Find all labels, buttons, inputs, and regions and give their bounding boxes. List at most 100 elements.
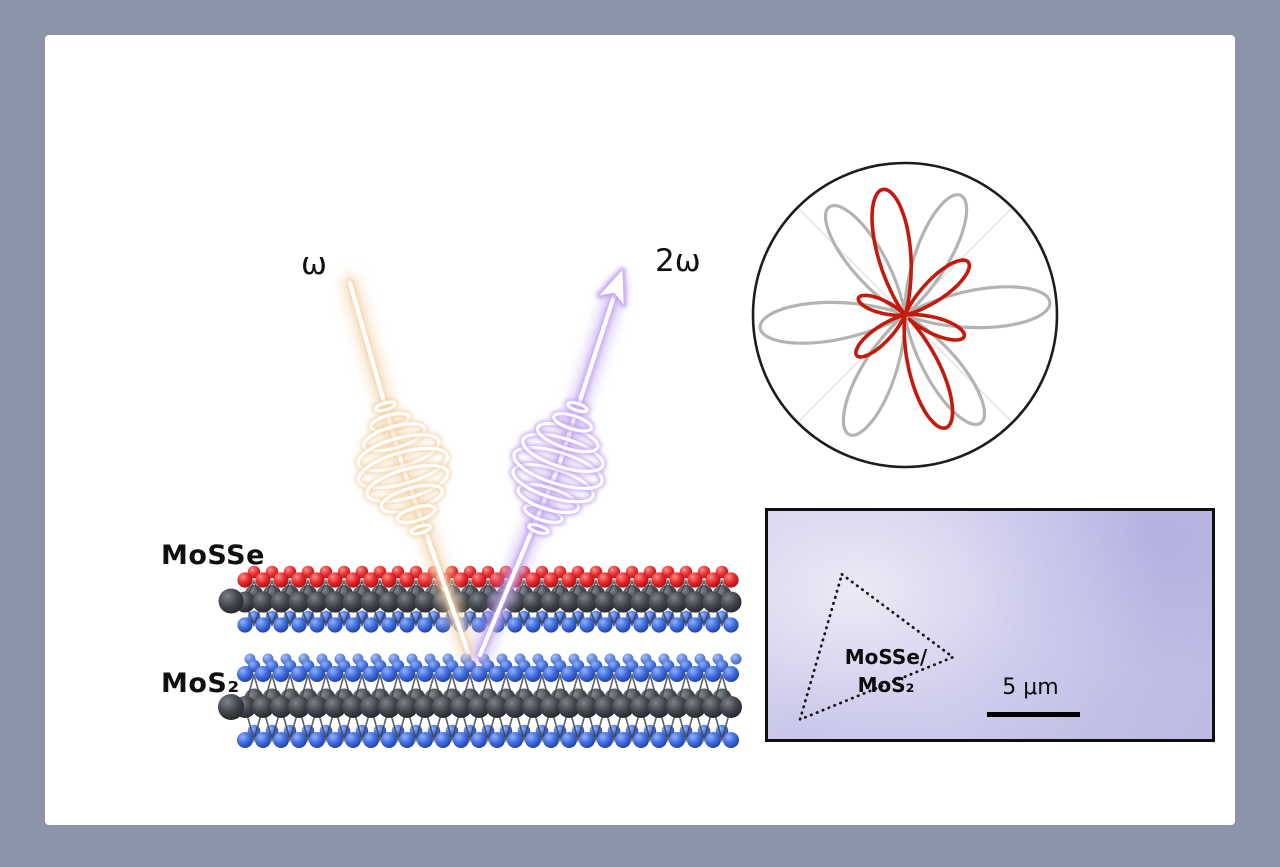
atom [432,696,454,718]
atom [507,617,523,633]
atom [543,666,559,682]
atom [543,732,559,748]
atom [453,666,469,682]
atom [471,732,487,748]
atom [561,572,577,588]
packet-ring [365,463,450,503]
atom [435,732,451,748]
atom [309,666,325,682]
atom [381,572,397,588]
packet-ring [373,400,397,413]
atom [255,666,271,682]
mos2-layer-label: MoS₂ [161,668,240,699]
atom [450,696,472,718]
flake-outline-layer [797,572,956,722]
atom [270,696,292,718]
atom [360,696,382,718]
atom [561,617,577,633]
atom [633,732,649,748]
atom [468,696,490,718]
atom [414,591,436,613]
packet-ring [356,433,441,473]
atom [648,696,670,718]
atom [543,617,559,633]
atom [435,666,451,682]
atom [218,588,244,614]
atom [684,696,706,718]
atom [363,732,379,748]
atom [489,666,505,682]
atom [615,732,631,748]
atom [633,617,649,633]
atom [540,591,562,613]
atom [705,666,721,682]
atom [561,666,577,682]
polar-plot-canvas [751,161,1059,469]
atom [525,572,541,588]
atom [720,591,742,613]
scale-bar-label: 5 μm [1002,675,1059,700]
atom [255,732,271,748]
wave-packet [509,399,607,537]
atom [684,591,706,613]
atom [399,732,415,748]
atom [381,666,397,682]
atom [306,696,328,718]
light-beams [341,266,627,664]
atom [687,732,703,748]
mosse-layer-label: MoSSe [161,540,265,571]
atom [399,617,415,633]
atomic-lattices [218,565,742,748]
atom [687,666,703,682]
atom [396,591,418,613]
atom [597,666,613,682]
atom [594,591,616,613]
atom [381,617,397,633]
atom [579,572,595,588]
atom [363,617,379,633]
packet-ring [409,523,433,536]
atom [309,572,325,588]
atom [705,732,721,748]
atom [486,696,508,718]
atom [327,666,343,682]
atom [723,666,739,682]
atom [291,617,307,633]
atom [288,591,310,613]
atom [705,617,721,633]
packet-ring [362,422,427,453]
atom [579,617,595,633]
atom [435,617,451,633]
atom [525,617,541,633]
atom [273,572,289,588]
atom [543,572,559,588]
atom [687,572,703,588]
atom [633,572,649,588]
atom [720,696,742,718]
flake-label-line1: MoSSe/ [844,645,928,669]
packet-ring [512,445,604,491]
atom [579,666,595,682]
packet-ring [566,400,589,414]
atom [255,617,271,633]
atom [558,696,580,718]
atom [702,696,724,718]
atom [363,572,379,588]
atom [633,666,649,682]
flake-label: MoSSe/ MoS₂ [806,643,966,699]
atom [324,696,346,718]
polar-boundary [751,161,1059,469]
atom [237,666,253,682]
atom [237,732,253,748]
atom [666,591,688,613]
atom [453,572,469,588]
atom [594,696,616,718]
atom [327,572,343,588]
atom [615,666,631,682]
atom [252,591,274,613]
atom [507,666,523,682]
atom [291,572,307,588]
atom [345,572,361,588]
atom [597,572,613,588]
atom [630,696,652,718]
